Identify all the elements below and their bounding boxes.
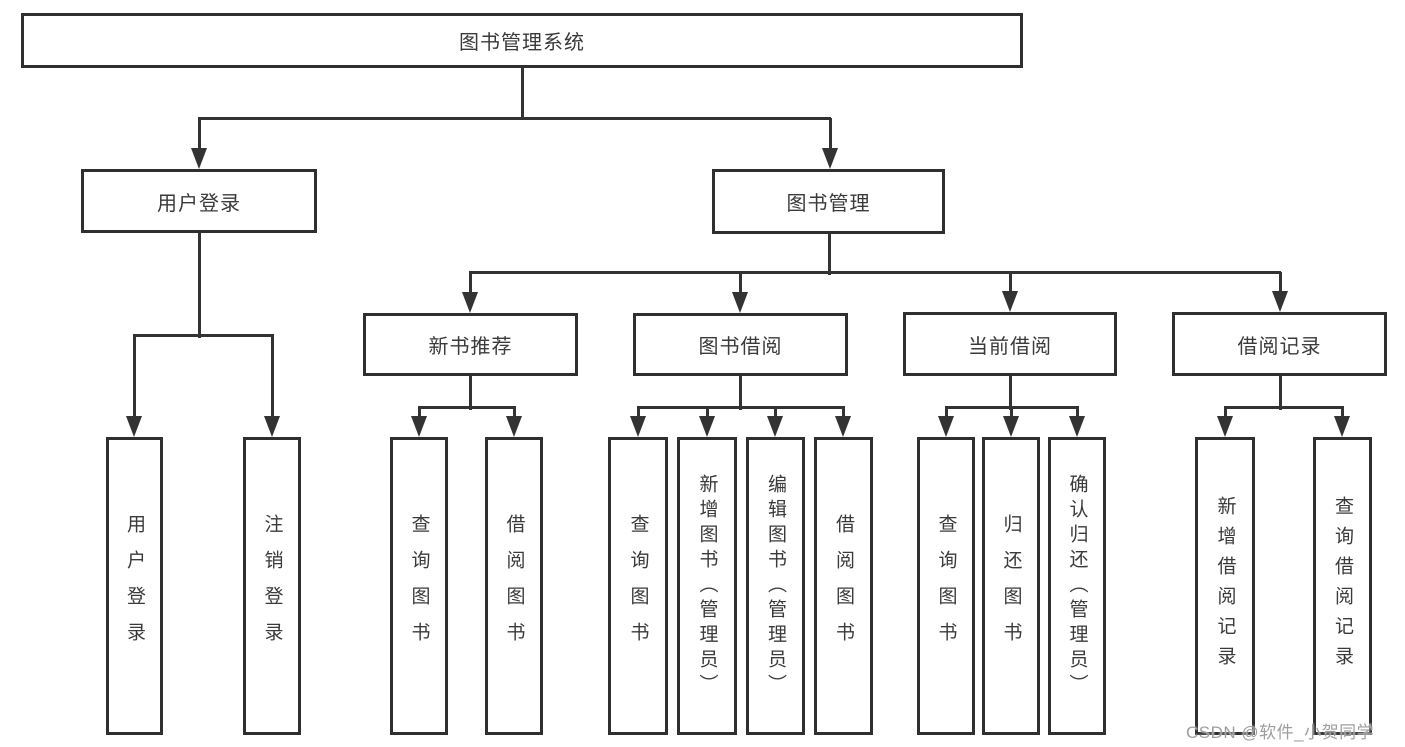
leaf-query-books-3-label: 查询图书	[935, 514, 957, 658]
connector-vline	[774, 407, 777, 420]
arrow-down-icon	[1069, 416, 1085, 437]
leaf-confirm-return-admin-label: 确认归还（管理员）	[1066, 473, 1088, 699]
arrow-down-icon	[506, 416, 522, 437]
leaf-borrow-books-2-label: 借阅图书	[833, 514, 854, 658]
leaf-query-borrow-record-label: 查询借阅记录	[1332, 496, 1353, 676]
connector-vline	[1076, 407, 1079, 420]
connector-vline	[133, 335, 136, 420]
connector-vline	[1341, 407, 1344, 420]
arrow-down-icon	[462, 292, 478, 313]
connector-vline	[513, 407, 516, 420]
connector-vline	[739, 376, 742, 410]
leaf-add-borrow-record: 新增借阅记录	[1195, 437, 1255, 735]
connector-vline	[842, 407, 845, 420]
connector-vline	[739, 272, 742, 296]
arrow-down-icon	[1003, 416, 1019, 437]
connector-hline	[469, 271, 1281, 274]
connector-vline	[1009, 376, 1012, 410]
leaf-query-books-3: 查询图书	[917, 437, 975, 735]
node-new-book-recommendation: 新书推荐	[363, 313, 578, 376]
arrow-down-icon	[1002, 291, 1018, 312]
node-library-management-system: 图书管理系统	[21, 13, 1023, 68]
leaf-query-books-2: 查询图书	[608, 437, 668, 735]
arrow-down-icon	[699, 416, 715, 437]
arrow-down-icon	[938, 416, 954, 437]
leaf-return-books-label: 归还图书	[1000, 514, 1022, 658]
connector-vline	[469, 272, 472, 296]
leaf-add-books-admin: 新增图书（管理员）	[677, 437, 737, 735]
connector-hline	[133, 334, 274, 337]
connector-hline	[418, 406, 516, 409]
arrow-down-icon	[767, 416, 783, 437]
leaf-add-borrow-record-label: 新增借阅记录	[1214, 496, 1236, 676]
connector-hline	[637, 406, 845, 409]
connector-vline	[1009, 272, 1012, 296]
connector-vline	[1279, 376, 1282, 410]
connector-hline	[1224, 406, 1344, 409]
leaf-query-borrow-record: 查询借阅记录	[1313, 437, 1372, 735]
leaf-add-books-admin-label: 新增图书（管理员）	[696, 473, 718, 699]
arrow-down-icon	[1217, 416, 1233, 437]
connector-vline	[829, 118, 832, 152]
node-borrowing-records: 借阅记录	[1172, 312, 1387, 376]
leaf-borrow-books-2: 借阅图书	[814, 437, 873, 735]
connector-vline	[945, 407, 948, 420]
connector-vline	[706, 407, 709, 420]
connector-vline	[469, 376, 472, 410]
arrow-down-icon	[630, 416, 646, 437]
leaf-query-books-1-label: 查询图书	[408, 514, 430, 658]
leaf-borrow-books-1-label: 借阅图书	[503, 514, 525, 658]
leaf-return-books: 归还图书	[982, 437, 1040, 735]
connector-vline	[198, 118, 201, 152]
arrow-down-icon	[1334, 416, 1350, 437]
leaf-logout-label: 注销登录	[261, 514, 283, 658]
connector-vline	[1279, 272, 1282, 296]
node-book-management: 图书管理	[712, 169, 945, 234]
leaf-user-login-label: 用户登录	[124, 514, 145, 658]
leaf-logout: 注销登录	[243, 437, 301, 735]
arrow-down-icon	[264, 416, 280, 437]
connector-vline	[1224, 407, 1227, 420]
connector-vline	[828, 234, 831, 275]
arrow-down-icon	[411, 416, 427, 437]
leaf-user-login: 用户登录	[106, 437, 163, 735]
arrow-down-icon	[191, 148, 207, 169]
node-book-borrowing: 图书借阅	[633, 313, 848, 376]
arrow-down-icon	[822, 148, 838, 169]
connector-vline	[198, 233, 201, 338]
leaf-query-books-1: 查询图书	[390, 437, 448, 735]
arrow-down-icon	[1272, 291, 1288, 312]
leaf-confirm-return-admin: 确认归还（管理员）	[1048, 437, 1106, 735]
connector-vline	[521, 68, 524, 120]
connector-hline	[198, 117, 831, 120]
connector-vline	[637, 407, 640, 420]
connector-vline	[271, 335, 274, 420]
connector-vline	[418, 407, 421, 420]
arrow-down-icon	[835, 416, 851, 437]
arrow-down-icon	[732, 292, 748, 313]
arrow-down-icon	[126, 416, 142, 437]
leaf-edit-books-admin-label: 编辑图书（管理员）	[765, 473, 786, 699]
connector-vline	[1010, 407, 1013, 420]
connector-hline	[945, 406, 1079, 409]
csdn-watermark: CSDN @软件_小贺同学	[1186, 723, 1375, 742]
leaf-query-books-2-label: 查询图书	[627, 514, 649, 658]
leaf-borrow-books-1: 借阅图书	[485, 437, 543, 735]
leaf-edit-books-admin: 编辑图书（管理员）	[746, 437, 805, 735]
node-user-login: 用户登录	[81, 169, 317, 233]
node-current-borrowing: 当前借阅	[903, 312, 1117, 376]
